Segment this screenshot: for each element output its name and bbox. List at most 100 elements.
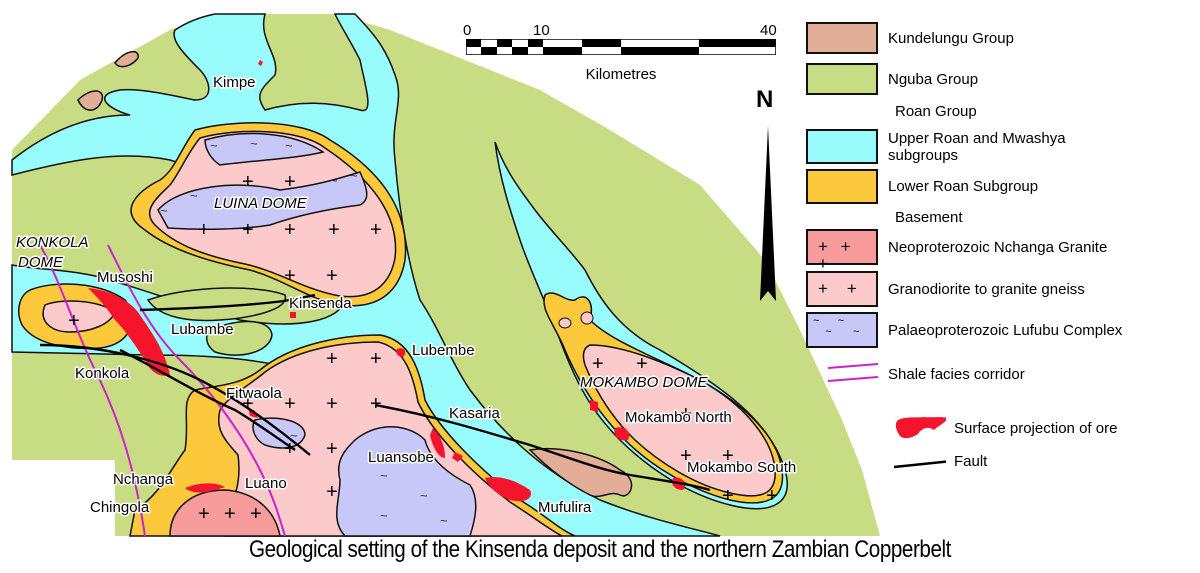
deposit-label: Mufulira (538, 499, 592, 516)
svg-text:+: + (198, 503, 210, 525)
svg-text:+: + (636, 353, 648, 375)
gneiss-cross-symbols: ++ +++++ ++ + ++ ++++ ++ + +++ ++ + ++ +… (68, 171, 778, 525)
legend-label: Palaeoproterozoic Lufubu Complex (888, 321, 1123, 339)
legend-label: Kundelungu Group (888, 29, 1014, 47)
legend-item-lufubu: ~ ~ ~ ~ Palaeoproterozoic Lufubu Complex (806, 312, 1122, 348)
legend-swatch (806, 169, 878, 204)
scale-tick-label: 0 (463, 22, 472, 39)
svg-text:+: + (284, 265, 296, 287)
deposit-label: Mokambo South (687, 459, 796, 476)
dome-label: LUINA DOME (214, 195, 308, 212)
figure-caption: Geological setting of the Kinsenda depos… (249, 536, 951, 563)
fault-icon (893, 460, 946, 469)
kundelungu-patch (528, 447, 633, 498)
shale-facies-corridors (39, 244, 286, 537)
north-label: N (756, 86, 774, 113)
north-arrow: N (752, 86, 782, 306)
svg-text:+: + (680, 445, 692, 467)
legend-swatch: + + (806, 271, 878, 307)
legend-item-ore: Surface projection of ore (806, 414, 1117, 442)
legend-label: Shale facies corridor (888, 365, 1025, 383)
svg-text:+: + (326, 481, 338, 503)
legend-swatch (806, 63, 878, 95)
svg-text:+: + (722, 485, 734, 507)
deposit-label: Luansobe (368, 449, 434, 466)
svg-text:+: + (224, 503, 236, 525)
kundelungu-patch (114, 51, 139, 68)
deposit-label: Lubambe (171, 321, 234, 338)
svg-text:+: + (284, 393, 296, 415)
svg-text:+: + (326, 348, 338, 370)
kundelungu-patch (77, 90, 104, 111)
svg-text:+: + (370, 348, 382, 370)
mokambo-inlier (558, 317, 572, 329)
svg-text:+: + (242, 171, 254, 193)
svg-text:~: ~ (350, 168, 358, 183)
lufubu-tilde-symbols: ~~~ ~~~~ ~~~~ ~ (160, 136, 448, 528)
svg-text:+: + (242, 219, 254, 241)
svg-text:+: + (198, 219, 210, 241)
lubambe-nguba (146, 287, 286, 322)
deposit-label: Chingola (90, 499, 150, 516)
ore-icon (895, 417, 946, 439)
deposit-label: Kasaria (449, 405, 501, 422)
deposit-label: Konkola (75, 365, 130, 382)
svg-text:+: + (722, 445, 734, 467)
cross-symbol: + + + (818, 237, 855, 273)
legend-label: Fault (954, 452, 988, 470)
legend-item-upper-roan: Upper Roan and Mwashya subgroups (806, 129, 1066, 164)
legend-heading: Roan Group (895, 103, 977, 120)
legend-item-nguba: Nguba Group (806, 63, 978, 95)
svg-text:+: + (326, 438, 338, 460)
shale-corridor-icon (827, 363, 878, 382)
deposit-label: Kimpe (213, 74, 256, 91)
svg-text:+: + (68, 310, 80, 332)
svg-text:~: ~ (330, 173, 338, 188)
legend-label: Nguba Group (888, 70, 979, 88)
legend-label: Granodiorite to granite gneiss (888, 280, 1085, 298)
lubambe-nguba (205, 320, 273, 356)
svg-text:+: + (242, 393, 254, 415)
svg-text:+: + (250, 503, 262, 525)
deposit-label: Luano (245, 475, 287, 492)
svg-text:+: + (284, 438, 296, 460)
scale-bar-graphic (466, 39, 776, 55)
svg-text:+: + (328, 219, 340, 241)
mokambo-gneiss (582, 344, 776, 497)
svg-text:+: + (284, 219, 296, 241)
svg-text:~: ~ (440, 513, 448, 528)
svg-text:~: ~ (210, 138, 218, 153)
legend-swatch (806, 129, 878, 164)
legend-heading: Basement (895, 209, 963, 226)
dome-label: MOKAMBO DOME (580, 374, 709, 391)
north-arrow-icon (760, 126, 776, 301)
svg-text:~: ~ (290, 428, 298, 443)
scale-tick-label: 10 (533, 22, 550, 39)
legend-swatch: + + + (806, 229, 878, 272)
svg-text:+: + (326, 265, 338, 287)
legend-swatch: ~ ~ ~ ~ (806, 312, 878, 348)
legend: Kundelungu Group Nguba Group Roan Group … (806, 0, 1200, 500)
scale-bar: 0 10 40 Kilometres (463, 22, 778, 83)
deposit-label: Kinsenda (289, 295, 352, 312)
deposit-label: Nchanga (113, 471, 174, 488)
legend-item-lower-roan: Lower Roan Subgroup (806, 169, 1038, 204)
svg-text:+: + (370, 393, 382, 415)
legend-item-shale-corridor: Shale facies corridor (806, 362, 1025, 386)
legend-label: Lower Roan Subgroup (888, 178, 1039, 195)
legend-item-nchanga-granite: + + + Neoproterozoic Nchanga Granite (806, 229, 1107, 272)
legend-label: Upper Roan and Mwashya subgroups (888, 129, 1066, 164)
lufubu-patch (335, 426, 477, 537)
dome-label: DOME (18, 254, 64, 271)
cross-symbol: + + (818, 279, 857, 298)
scale-tick-label: 40 (760, 22, 777, 39)
ore-bodies (88, 60, 685, 502)
scale-unit-label: Kilometres (585, 66, 657, 83)
tilde-symbol: ~ ~ ~ ~ (813, 315, 860, 338)
svg-text:~: ~ (380, 468, 388, 483)
svg-text:+: + (370, 219, 382, 241)
svg-text:~: ~ (285, 138, 293, 153)
luina-dome-lufubu (157, 132, 368, 230)
svg-text:+: + (592, 353, 604, 375)
